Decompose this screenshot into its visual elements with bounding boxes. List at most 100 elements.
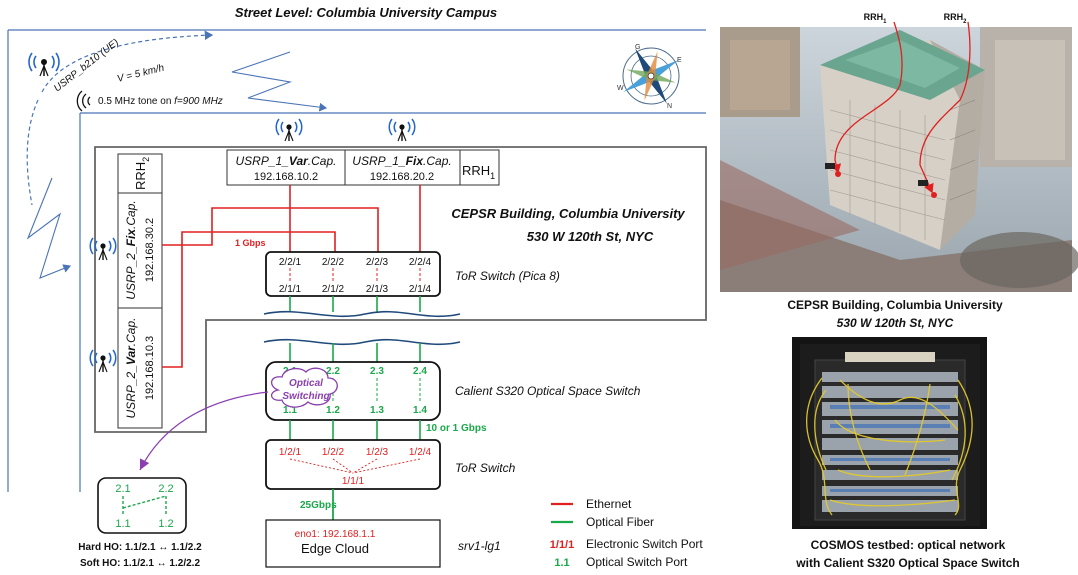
ho-port-top: 2.2 (158, 483, 173, 495)
legend-optical-text: Optical Switch Port (586, 555, 688, 569)
calient-port-top: 2.2 (326, 366, 340, 377)
pica-port-top: 2/2/1 (279, 257, 302, 268)
tor-uplink-port: 1/1/1 (342, 476, 365, 487)
svg-text:N: N (667, 103, 672, 110)
optical-bubble-line1: Optical (289, 378, 323, 389)
optical-switching-cloud: Optical Switching (271, 367, 338, 408)
rrh2-fix-ip: 192.168.30.2 (144, 218, 156, 282)
fiber-to-calient (289, 343, 421, 362)
pica-port-top: 2/2/4 (409, 257, 432, 268)
tone-signal-icon (76, 90, 91, 112)
rrh1-antenna-var-icon (275, 118, 303, 142)
rrh1-antenna-fix-icon (388, 118, 416, 142)
street-outline (7, 29, 706, 492)
tor-label: ToR Switch (455, 461, 516, 475)
ue-antenna-icon (28, 52, 60, 77)
ue-motion-path-lower (26, 99, 39, 206)
building-aerial-photo (720, 21, 1078, 292)
calient-label: Calient S320 Optical Space Switch (455, 384, 641, 398)
calient-port-bottom: 1.4 (413, 405, 427, 416)
photo1-caption-line1: CEPSR Building, Columbia University (787, 298, 1003, 312)
pica-port-top: 2/2/3 (366, 257, 389, 268)
pica-port-bottom: 2/1/2 (322, 284, 345, 295)
pica-label: ToR Switch (Pica 8) (455, 269, 560, 283)
ue-speed: V = 5 km/h (116, 63, 166, 85)
rrh1-label: RRH1 (462, 163, 495, 181)
svg-text:E: E (677, 57, 682, 64)
edge-cloud-box: eno1: 192.168.1.1 Edge Cloud (265, 519, 441, 568)
tone-label: 0.5 MHz tone on f=900 MHz (98, 96, 223, 107)
edge-server: srv1-lg1 (458, 539, 501, 553)
pica-rate-label: 1 Gbps (235, 238, 266, 248)
pica-port-top: 2/2/2 (322, 257, 345, 268)
photo-rrh2-label: RRH2 (944, 12, 968, 25)
pica-port-bottom: 2/1/3 (366, 284, 389, 295)
legend-electronic-key: 1/1/1 (550, 539, 574, 551)
photo2-caption-line2: with Calient S320 Optical Space Switch (795, 556, 1019, 570)
photo-rrh1-label: RRH1 (864, 12, 888, 25)
calient-port-top: 2.4 (413, 366, 427, 377)
photo1-caption-line2: 530 W 120th St, NYC (837, 316, 954, 330)
rrh1-var-ip: 192.168.10.2 (254, 171, 318, 183)
rrh1-fix-name: USRP_1_Fix.Cap. (352, 154, 451, 168)
svg-text:G: G (635, 44, 640, 51)
tor-switch: 1/2/1 1/2/2 1/2/3 1/2/4 1/1/1 (265, 439, 441, 490)
ue-motion-path (41, 30, 214, 93)
edge-name: Edge Cloud (301, 541, 369, 556)
compass-icon: G E N W (617, 44, 682, 110)
legend: Ethernet Optical Fiber 1/1/1 Electronic … (550, 497, 704, 569)
pica-port-bottom: 2/1/4 (409, 284, 432, 295)
building-name: CEPSR Building, Columbia University (451, 206, 685, 221)
rrh2-var-name: USRP_2_Var.Cap. (124, 318, 138, 419)
header-title: Street Level: Columbia University Campus (235, 5, 497, 20)
hard-ho-text: Hard HO: 1.1/2.1 ↔ 1.1/2.2 (78, 542, 202, 553)
ho-port-top: 2.1 (115, 483, 130, 495)
ho-port-bottom: 1.1 (115, 518, 130, 530)
calient-port-bottom: 1.3 (370, 405, 384, 416)
edge-ip: eno1: 192.168.1.1 (295, 529, 376, 540)
rrh2-var-ip: 192.168.10.3 (144, 336, 156, 400)
building-address: 530 W 120th St, NYC (527, 229, 654, 244)
legend-optical-key: 1.1 (554, 557, 569, 569)
tor-port: 1/2/2 (322, 447, 345, 458)
tor-port: 1/2/1 (279, 447, 302, 458)
calient-port-top: 2.3 (370, 366, 384, 377)
rrh1-fix-ip: 192.168.20.2 (370, 171, 434, 183)
handover-box: 2.1 2.2 1.1 1.2 (97, 477, 187, 534)
legend-electronic-text: Electronic Switch Port (586, 537, 703, 551)
svg-text:W: W (617, 85, 624, 92)
ho-port-bottom: 1.2 (158, 518, 173, 530)
rrh1-var-name: USRP_1_Var.Cap. (236, 154, 337, 168)
ethernet-cables (162, 185, 421, 368)
rrh2-antenna-fix-icon (89, 237, 117, 261)
calient-rate-label: 10 or 1 Gbps (426, 423, 487, 434)
rrh2-fix-name: USRP_2_Fix.Cap. (124, 200, 138, 299)
building-outline (94, 146, 707, 433)
legend-ethernet-text: Ethernet (586, 497, 632, 511)
rrh1-box: USRP_1_Var.Cap. 192.168.10.2 USRP_1_Fix.… (226, 149, 500, 186)
wire-break-wave (263, 310, 461, 318)
legend-fiber-text: Optical Fiber (586, 515, 654, 529)
wire-break-wave (263, 338, 461, 346)
fiber-pica-down (289, 296, 421, 312)
soft-ho-text: Soft HO: 1.1/2.1 ↔ 1.2/2.2 (80, 558, 200, 569)
rrh2-box: RRH2 USRP_2_Fix.Cap. 192.168.30.2 USRP_2… (117, 153, 163, 429)
rrh2-label: RRH2 (133, 157, 151, 190)
pica-port-bottom: 2/1/1 (279, 284, 302, 295)
rrh2-antenna-var-icon (89, 349, 117, 373)
tor-switch-pica8: 2/2/1 2/2/2 2/2/3 2/2/4 2/1/1 2/1/2 2/1/… (265, 251, 441, 297)
cosmos-rack-photo (792, 337, 987, 529)
tor-port: 1/2/4 (409, 447, 432, 458)
optical-bubble-line2: Switching (282, 391, 329, 402)
photo2-caption-line1: COSMOS testbed: optical network (811, 538, 1006, 552)
tor-link-rate: 25Gbps (300, 500, 337, 511)
signal-zigzag-left (26, 177, 72, 279)
ue-label: USRP_b210 (UE) (52, 37, 121, 94)
calient-port-bottom: 1.1 (283, 405, 297, 416)
signal-zigzag-top (231, 51, 328, 112)
calient-port-bottom: 1.2 (326, 405, 340, 416)
handover-callout-arrow (139, 391, 269, 471)
fiber-calient-tor (289, 420, 421, 440)
tor-port: 1/2/3 (366, 447, 389, 458)
